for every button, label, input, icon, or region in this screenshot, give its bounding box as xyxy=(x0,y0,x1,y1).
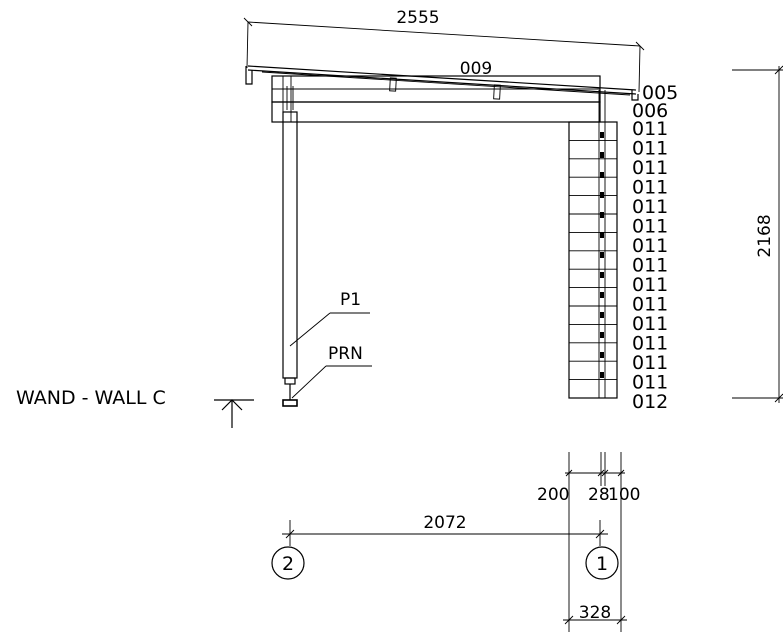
log-wall xyxy=(568,90,618,399)
post-base-label: PRN xyxy=(328,344,363,364)
rod-nut xyxy=(600,152,604,158)
rod-nut xyxy=(600,192,604,198)
log-label: 011 xyxy=(632,118,668,140)
rod-nut xyxy=(600,212,604,218)
part-label-column: 005 006 01101101101101101101101101101101… xyxy=(632,82,678,413)
log-labels: 0110110110110110110110110110110110110110… xyxy=(632,118,668,394)
rod-nut xyxy=(600,312,604,318)
rod-nut xyxy=(600,352,604,358)
wall-b-text: 100 xyxy=(608,485,640,505)
wall-a-text: 28 xyxy=(588,485,610,505)
log-label: 011 xyxy=(632,138,668,160)
roof-beams xyxy=(271,75,601,123)
wall-outline xyxy=(568,121,618,399)
wall-dimensions: 200 28 100 xyxy=(537,452,640,505)
grid-span-dimension: 2072 xyxy=(282,513,608,546)
rod-nut xyxy=(600,232,604,238)
rod-nut xyxy=(600,172,604,178)
fascia-label: 005 xyxy=(642,82,678,104)
roof-top-label: 009 xyxy=(460,59,492,79)
log-label: 011 xyxy=(632,177,668,199)
roof-dimension: 2555 xyxy=(243,8,645,93)
height-text: 2168 xyxy=(755,214,775,257)
beam-label: 006 xyxy=(632,100,668,122)
log-label: 011 xyxy=(632,274,668,296)
log-label: 011 xyxy=(632,255,668,277)
log-label: 011 xyxy=(632,196,668,218)
rod-nut xyxy=(600,132,604,138)
log-label: 011 xyxy=(632,294,668,316)
grid-axis-1-label: 1 xyxy=(596,553,608,575)
roof-length-text: 2555 xyxy=(396,8,439,28)
leaders: P1 PRN xyxy=(289,290,372,399)
grid-axis-2-label: 2 xyxy=(282,553,294,575)
height-dimension: 2168 xyxy=(732,65,783,403)
log-label: 011 xyxy=(632,216,668,238)
post-p1 xyxy=(282,86,298,407)
roof-panel: 009 xyxy=(245,59,639,101)
rod-nut xyxy=(600,252,604,258)
log-label: 011 xyxy=(632,333,668,355)
section-marker: WAND - WALL C xyxy=(16,387,254,428)
log-label: 011 xyxy=(632,313,668,335)
view-label: WAND - WALL C xyxy=(16,387,166,409)
post-label: P1 xyxy=(340,290,361,310)
rod-nut xyxy=(600,372,604,378)
log-label: 011 xyxy=(632,352,668,374)
bottom-log-label: 012 xyxy=(632,391,668,413)
grid-span-text: 2072 xyxy=(423,513,466,533)
grid-axis-2: 2 xyxy=(271,546,305,580)
footprint-dimension: 328 xyxy=(563,486,627,632)
grid-axis-1: 1 xyxy=(585,546,619,580)
offset-text: 200 xyxy=(537,485,569,505)
log-label: 011 xyxy=(632,235,668,257)
log-label: 011 xyxy=(632,157,668,179)
rod-nut xyxy=(600,332,604,338)
log-label: 011 xyxy=(632,372,668,394)
rod-nut xyxy=(600,292,604,298)
footprint-text: 328 xyxy=(579,603,611,623)
rod-nut xyxy=(600,272,604,278)
